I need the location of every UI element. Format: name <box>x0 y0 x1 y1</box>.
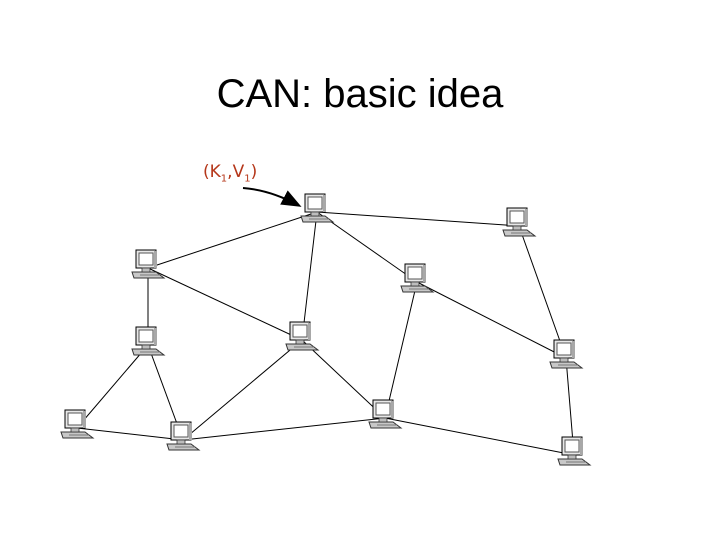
network-link <box>76 344 149 429</box>
network-link <box>147 211 318 269</box>
key-label: K <box>209 162 221 182</box>
computer-icon <box>131 326 166 356</box>
computer-icon <box>285 321 320 351</box>
computer-icon <box>557 436 592 466</box>
network-link <box>76 427 184 441</box>
network-link <box>518 225 567 359</box>
key-value-label: (K1,V1) <box>203 162 258 185</box>
network-link <box>316 211 520 227</box>
value-subscript: 1 <box>244 173 251 185</box>
network-link <box>182 339 303 441</box>
slide-title: CAN: basic idea <box>216 72 504 116</box>
network-link <box>147 267 303 341</box>
network-link <box>301 211 318 341</box>
computer-icon <box>368 399 403 429</box>
network-link <box>301 339 386 419</box>
network-link <box>416 281 567 359</box>
computer-icon <box>300 193 335 223</box>
insert-arrow <box>242 187 302 207</box>
computer-icon <box>131 249 166 279</box>
network-links <box>76 211 575 456</box>
network-link <box>316 211 418 283</box>
key-subscript: 1 <box>220 173 228 185</box>
network-link <box>182 417 386 441</box>
computer-icon <box>400 263 435 293</box>
network-link <box>384 417 575 456</box>
network-link <box>384 281 418 419</box>
network-nodes <box>60 193 592 466</box>
computer-icon <box>166 421 201 451</box>
value-label: V <box>232 162 245 182</box>
computer-icon <box>60 409 95 439</box>
computer-icon <box>502 207 537 237</box>
computer-icon <box>549 339 584 369</box>
